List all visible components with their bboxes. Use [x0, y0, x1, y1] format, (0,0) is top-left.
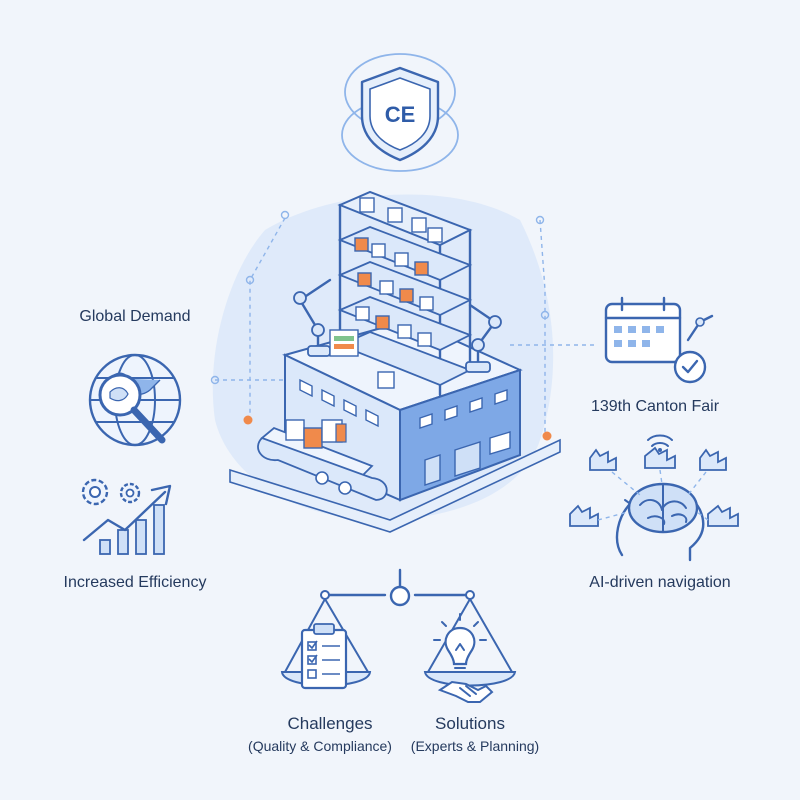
calendar-check-icon: [604, 296, 714, 384]
label-global-demand: Global Demand: [79, 308, 191, 325]
robot-arm-icon: [293, 278, 502, 373]
label-ai-navigation: AI-driven navigation: [589, 574, 731, 591]
label-challenges: Challenges: [287, 714, 373, 733]
globe-magnifier-icon: [88, 353, 182, 447]
clipboard-checklist-icon: [300, 623, 348, 690]
shield-ce-icon: CE: [341, 53, 459, 172]
warehouse-rack-icon: [337, 190, 473, 397]
conveyor-icon: [257, 419, 388, 501]
gears-growth-chart-icon: [81, 478, 172, 555]
label-increased-efficiency: Increased Efficiency: [63, 574, 207, 591]
ce-mark: CE: [385, 102, 416, 127]
ai-brain-network-icon: [569, 434, 739, 562]
label-canton-fair: 139th Canton Fair: [590, 398, 720, 415]
handshake-icon: [437, 680, 494, 703]
balance-scale-icon: [280, 568, 517, 687]
label-challenges-detail: (Quality & Compliance): [248, 738, 392, 754]
connector-lines: [210, 210, 595, 441]
label-solutions-detail: (Experts & Planning): [410, 738, 540, 754]
lightbulb-icon: [433, 613, 487, 673]
label-solutions: Solutions: [435, 714, 505, 733]
